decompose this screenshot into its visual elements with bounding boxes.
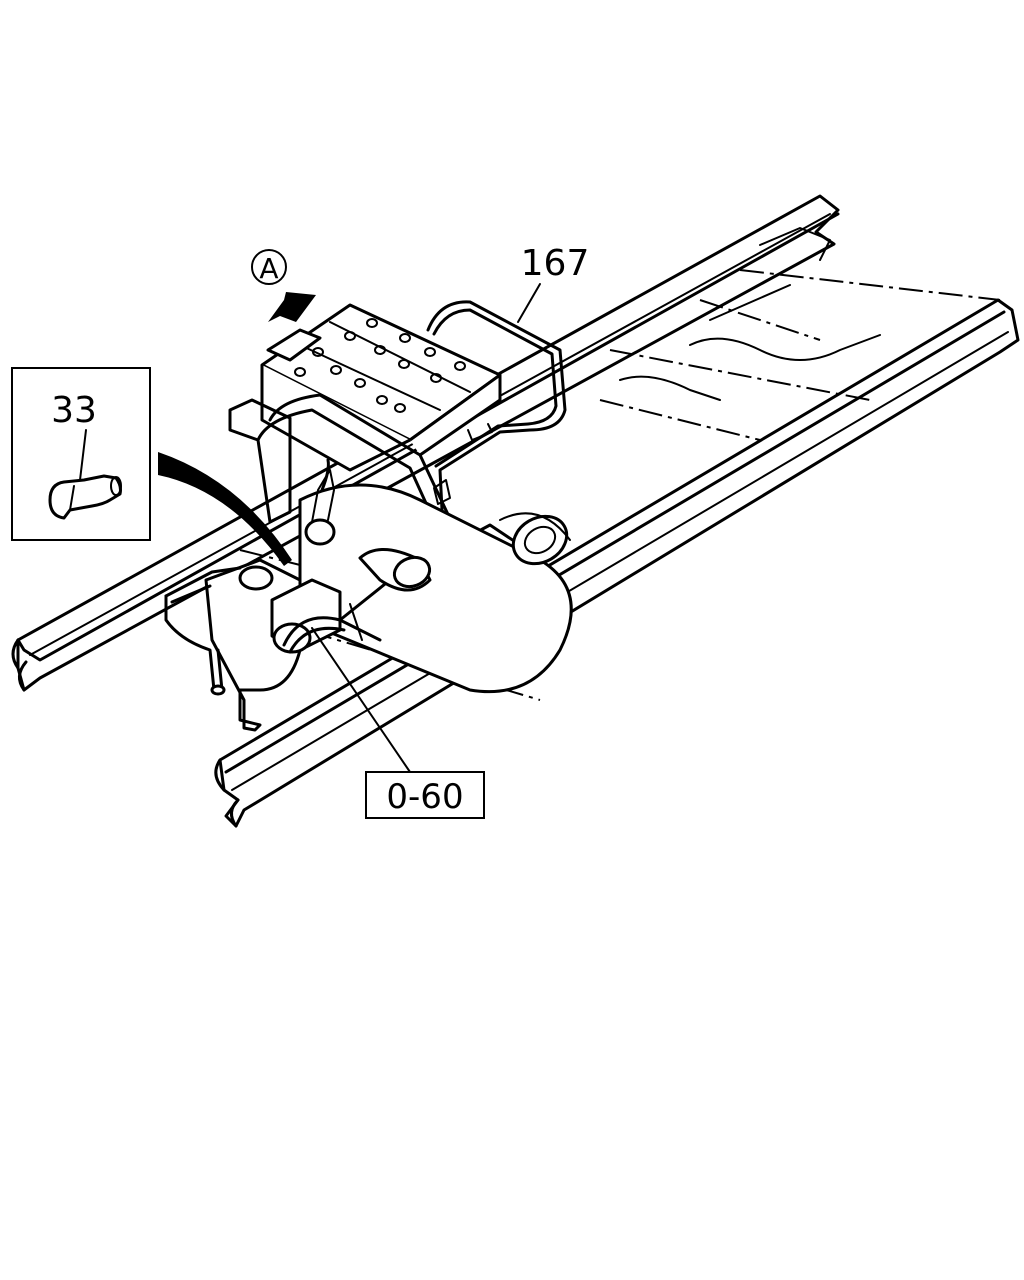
air-tank xyxy=(298,483,573,694)
detail-pointer xyxy=(158,452,292,566)
ref-box-0-60: 0-60 xyxy=(311,627,485,819)
view-a-marker: A xyxy=(251,249,316,322)
view-arrow-icon xyxy=(268,292,316,322)
battery-module xyxy=(260,303,502,472)
valve-assembly xyxy=(270,458,432,654)
part-33-label: 33 xyxy=(51,390,97,431)
ref-box-label: 0-60 xyxy=(386,777,463,817)
part-33-inset: 33 xyxy=(11,367,151,541)
frame-rail-lower xyxy=(214,298,1020,828)
pipe-167 xyxy=(426,300,567,512)
part-167-label: 167 xyxy=(521,243,590,284)
part-167-leader xyxy=(517,283,541,323)
view-a-label: A xyxy=(259,252,278,285)
